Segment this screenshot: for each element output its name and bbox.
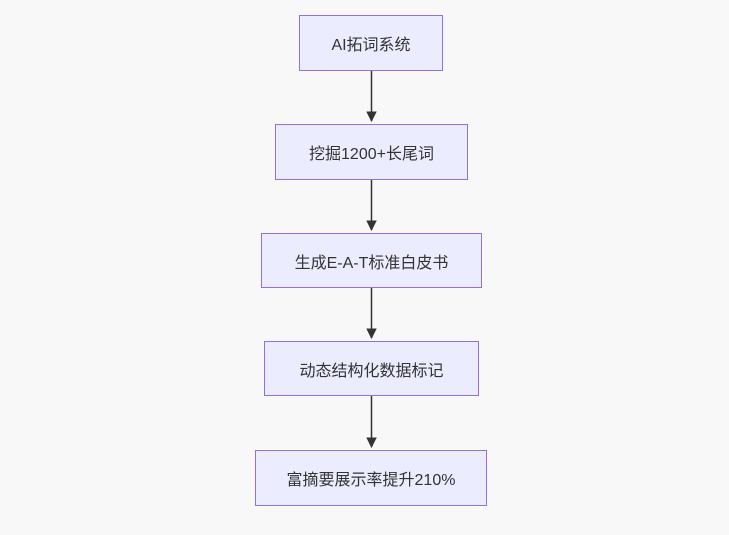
- flow-node-structured-data-markup: 动态结构化数据标记: [264, 341, 479, 396]
- flow-node-longtail-mining: 挖掘1200+长尾词: [275, 124, 468, 180]
- flow-node-eat-whitepaper: 生成E-A-T标准白皮书: [261, 233, 482, 288]
- flow-node-label: 生成E-A-T标准白皮书: [294, 254, 449, 272]
- flow-node-ai-keyword-system: AI拓词系统: [299, 15, 443, 71]
- flow-node-label: AI拓词系统: [331, 37, 411, 54]
- flow-node-label: 富摘要展示率提升210%: [286, 472, 456, 489]
- flow-node-rich-snippet-result: 富摘要展示率提升210%: [255, 450, 487, 506]
- flow-node-label: 挖掘1200+长尾词: [309, 146, 434, 163]
- flow-node-label: 动态结构化数据标记: [299, 362, 444, 380]
